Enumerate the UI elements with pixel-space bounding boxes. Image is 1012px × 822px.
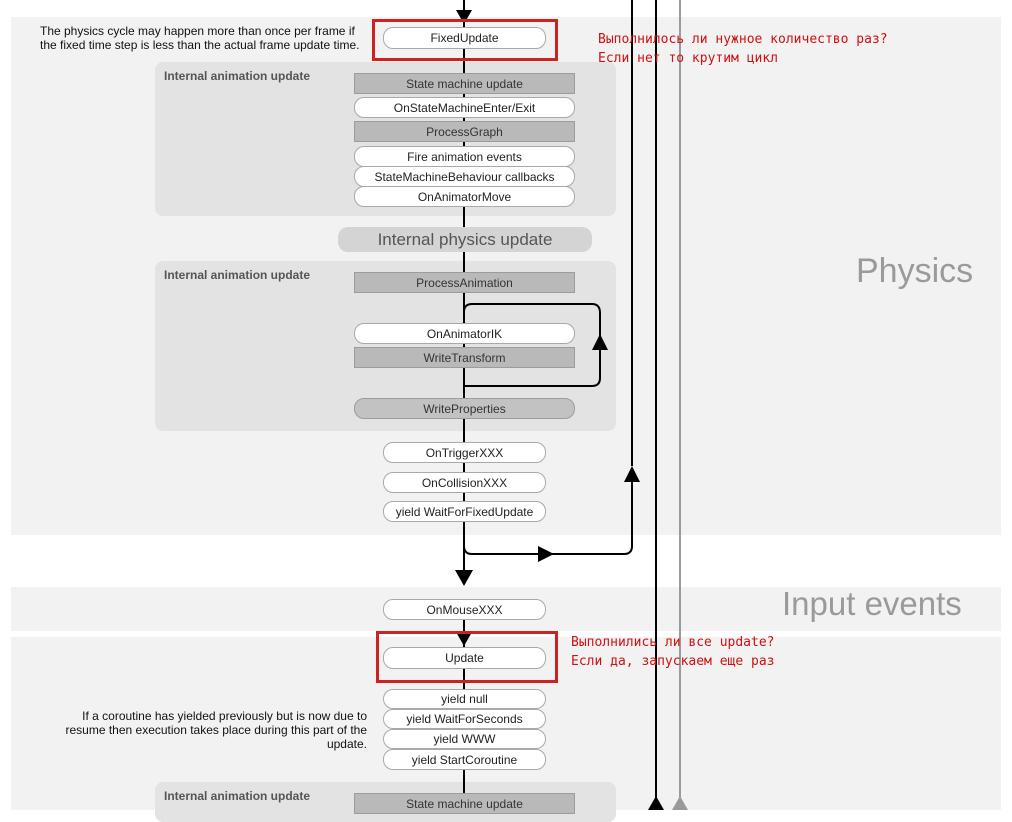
yield-wait-for-seconds-node[interactable]: yield WaitForSeconds	[383, 709, 546, 729]
yield-null-node[interactable]: yield null	[383, 689, 546, 709]
on-trigger-node[interactable]: OnTriggerXXX	[383, 442, 546, 463]
yield-www-node[interactable]: yield WWW	[383, 729, 546, 749]
yield-wait-for-fixed-update-node[interactable]: yield WaitForFixedUpdate	[383, 501, 546, 522]
on-mouse-node[interactable]: OnMouseXXX	[383, 599, 546, 620]
on-animator-ik-node[interactable]: OnAnimatorIK	[354, 323, 575, 344]
process-animation-node[interactable]: ProcessAnimation	[354, 272, 575, 293]
outer-loop-arrow-gray	[672, 796, 688, 810]
internal-physics-update-node[interactable]: Internal physics update	[338, 227, 592, 252]
arrow-into-fixedupdate	[456, 10, 472, 24]
physics-loop-path	[463, 478, 633, 555]
process-graph-node[interactable]: ProcessGraph	[354, 121, 575, 142]
physics-cycle-note: The physics cycle may happen more than o…	[40, 24, 360, 52]
fixed-update-annotation: Выполнилось ли нужное количество раз? Ес…	[598, 32, 888, 66]
group-title: Internal animation update	[164, 268, 311, 282]
input-events-section-label: Input events	[782, 585, 962, 622]
fire-animation-events-node[interactable]: Fire animation events	[354, 146, 575, 167]
arrow-into-update	[456, 632, 472, 646]
ik-loop-path	[463, 303, 601, 387]
fixed-update-node[interactable]: FixedUpdate	[383, 27, 546, 49]
update-node[interactable]: Update	[383, 647, 546, 669]
group-title: Internal animation update	[164, 69, 311, 83]
yield-start-coroutine-node[interactable]: yield StartCoroutine	[383, 749, 546, 770]
on-state-machine-enter-exit-node[interactable]: OnStateMachineEnter/Exit	[354, 97, 575, 118]
coroutine-note: If a coroutine has yielded previously bu…	[65, 709, 367, 751]
write-properties-node[interactable]: WriteProperties	[354, 398, 575, 419]
on-collision-node[interactable]: OnCollisionXXX	[383, 472, 546, 493]
ik-loop-arrow	[592, 334, 608, 350]
state-machine-update-node[interactable]: State machine update	[354, 73, 575, 94]
outer-loop-arrow-black	[648, 796, 664, 810]
fixed-update-highlight-box	[372, 19, 558, 61]
physics-loop-right-arrow	[538, 546, 554, 562]
physics-loop-up-arrow	[624, 466, 640, 482]
state-machine-behaviour-callbacks-node[interactable]: StateMachineBehaviour callbacks	[354, 166, 575, 187]
write-transform-node[interactable]: WriteTransform	[354, 347, 575, 368]
update-annotation: Выполнились ли все update? Если да, запу…	[571, 635, 775, 669]
group-title: Internal animation update	[164, 789, 311, 803]
arrow-to-input-events	[455, 570, 473, 586]
update-highlight-box	[376, 631, 558, 683]
physics-section-label: Physics	[856, 252, 974, 290]
state-machine-update-node-2[interactable]: State machine update	[354, 793, 575, 814]
on-animator-move-node[interactable]: OnAnimatorMove	[354, 186, 575, 207]
